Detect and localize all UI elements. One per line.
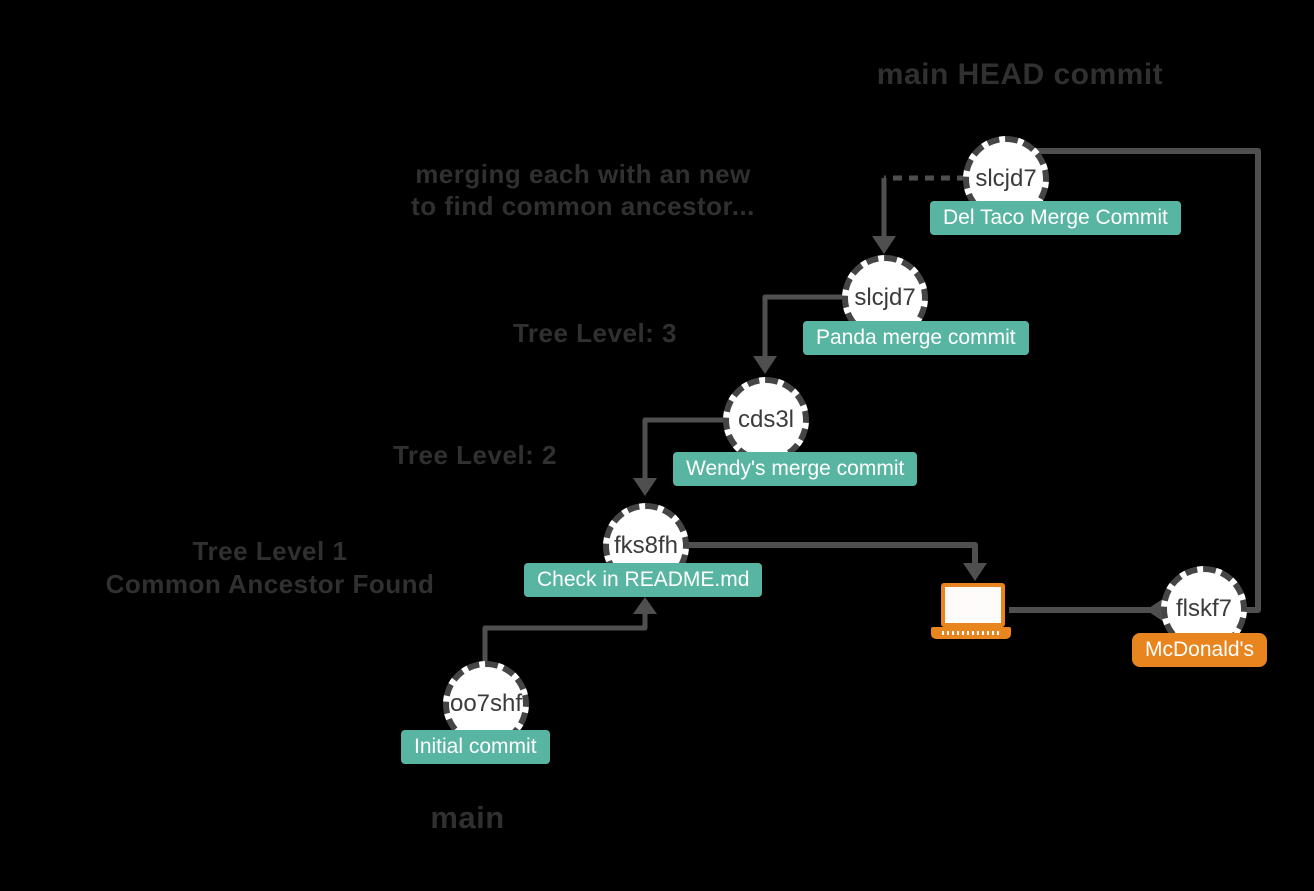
arrowhead-into-cds3l bbox=[753, 356, 777, 374]
arrowhead-into-laptop bbox=[963, 563, 987, 581]
edge-panda-to-cds3l bbox=[762, 294, 845, 358]
caption-tree-level-1-line1: Tree Level 1 bbox=[192, 536, 348, 566]
arrowhead-out-of-fks8fh bbox=[633, 597, 657, 614]
caption-branch-main: main bbox=[430, 800, 505, 835]
caption-merge-note-line1: merging each with an new bbox=[415, 159, 751, 189]
edge-fks8fh-to-laptop bbox=[684, 542, 978, 565]
caption-tree-level-3: Tree Level: 3 bbox=[512, 318, 678, 348]
edge-head-to-mcdonalds bbox=[1036, 148, 1261, 613]
caption-merge-note-line2: to find common ancestor... bbox=[411, 191, 755, 221]
commit-hash: fks8fh bbox=[613, 532, 679, 559]
edge-cds3l-to-fks8fh bbox=[642, 417, 726, 480]
caption-tree-level-1: Tree Level 1 Common Ancestor Found bbox=[70, 535, 470, 601]
commit-message-label-initial: Initial commit bbox=[401, 730, 550, 764]
caption-tree-level-2: Tree Level: 2 bbox=[392, 440, 558, 470]
arrowhead-into-panda bbox=[872, 236, 896, 254]
commit-hash: flskf7 bbox=[1175, 595, 1232, 622]
laptop-keys bbox=[942, 631, 1000, 635]
caption-main-head-commit: main HEAD commit bbox=[876, 58, 1164, 91]
commit-hash: slcjd7 bbox=[975, 165, 1037, 192]
edge-fks8fh-to-oo7shf bbox=[482, 600, 648, 664]
commit-node-wendys: cds3l bbox=[723, 377, 809, 463]
laptop-keyboard bbox=[931, 627, 1011, 639]
commit-message-label-wendys: Wendy's merge commit bbox=[673, 452, 918, 486]
caption-tree-level-1-line2: Common Ancestor Found bbox=[105, 569, 435, 599]
commit-hash: cds3l bbox=[737, 406, 795, 433]
arrowhead-into-fks8fh bbox=[633, 478, 657, 496]
arrowhead-toward-laptop bbox=[1146, 598, 1164, 622]
caption-merge-note: merging each with an new to find common … bbox=[318, 158, 848, 222]
commit-message-label-panda: Panda merge commit bbox=[803, 321, 1029, 355]
commit-hash: oo7shf bbox=[449, 690, 523, 717]
laptop-screen bbox=[941, 583, 1005, 627]
commit-message-label-mcdonalds: McDonald's bbox=[1132, 633, 1268, 667]
commit-message-label-readme: Check in README.md bbox=[524, 563, 763, 597]
commit-hash: slcjd7 bbox=[854, 284, 916, 311]
commit-message-label-deltaco: Del Taco Merge Commit bbox=[930, 201, 1181, 235]
